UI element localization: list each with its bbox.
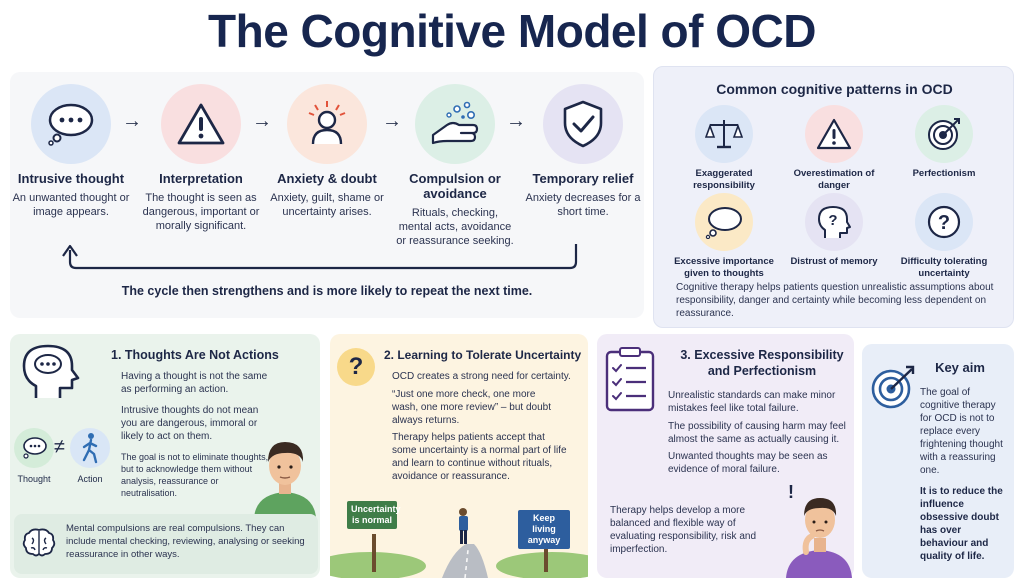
ocd-cycle-panel: Intrusive thought An unwanted thought or… — [10, 72, 644, 318]
page-title: The Cognitive Model of OCD — [208, 5, 816, 57]
cognitive-patterns-panel: Common cognitive patterns in OCD Exagger… — [653, 66, 1014, 328]
cycle-step-compulsion: Compulsion or avoidance Rituals, checkin… — [396, 84, 514, 248]
uncertainty-paragraph-1: OCD creates a strong need for certainty. — [392, 371, 571, 382]
thought-bubble-icon — [14, 428, 54, 468]
pattern-label: Exaggerated responsibility — [693, 168, 755, 191]
step-description: Rituals, checking, mental acts, avoidanc… — [396, 207, 514, 247]
path-landscape-illustration — [330, 508, 588, 578]
responsibility-paragraph-3: Unwanted thoughts may be seen as evidenc… — [668, 451, 828, 475]
pattern-label: Perfectionism — [912, 168, 976, 179]
arrow-right-icon: → — [122, 110, 142, 132]
thoughts-paragraph-2: Intrusive thoughts do not mean you are d… — [121, 405, 259, 442]
step-label: Compulsion or avoidance — [409, 171, 501, 201]
responsibility-heading-line2: and Perfectionism — [707, 364, 817, 378]
step-label: Temporary relief — [532, 171, 634, 186]
pattern-distrust-memory: ? Distrust of memory — [780, 193, 888, 268]
pattern-overestimation-danger: Overestimation of danger — [780, 105, 888, 192]
key-aim-paragraph-1: The goal of cognitive therapy for OCD is… — [920, 387, 1003, 476]
arrow-right-icon: → — [382, 110, 402, 132]
thought-bubble-icon — [695, 193, 753, 251]
not-equal-sign: ≠ — [54, 436, 65, 458]
action-label: Action — [77, 474, 103, 484]
responsibility-paragraph-2: The possibility of causing harm may feel… — [668, 421, 846, 445]
question-icon: ? — [337, 348, 375, 386]
head-question-icon: ? — [805, 193, 863, 251]
walking-person-icon — [70, 428, 110, 468]
arrow-right-icon: → — [252, 110, 272, 132]
cycle-return-arrow — [62, 244, 578, 270]
uncertainty-paragraph-3: Therapy helps patients accept that some … — [392, 432, 567, 482]
target-icon — [915, 105, 973, 163]
step-label: Interpretation — [159, 171, 243, 186]
mental-compulsions-callout — [14, 514, 318, 574]
patterns-note: Cognitive therapy helps patients questio… — [676, 282, 994, 319]
responsibility-heading-line1: 3. Excessive Responsibility — [680, 348, 844, 362]
step-description: The thought is seen as dangerous, import… — [142, 192, 260, 232]
head-thought-icon — [22, 344, 80, 398]
responsibility-paragraph-4: Therapy helps develop a more balanced an… — [610, 505, 757, 555]
pattern-label: Overestimation of danger — [793, 168, 875, 191]
pattern-perfectionism: Perfectionism — [890, 105, 998, 180]
thoughts-heading: 1. Thoughts Are Not Actions — [111, 348, 279, 362]
target-icon — [871, 365, 915, 409]
thought-label: Thought — [17, 474, 51, 484]
brain-icon — [22, 528, 56, 557]
cycle-step-intrusive-thought: Intrusive thought An unwanted thought or… — [12, 84, 130, 219]
key-aim-paragraph-2: It is to reduce the influence obsessive … — [920, 486, 1003, 562]
shield-check-icon — [543, 84, 623, 164]
cycle-step-anxiety-doubt: Anxiety & doubt Anxiety, guilt, shame or… — [268, 84, 386, 219]
pattern-label: Difficulty tolerating uncertainty — [900, 256, 988, 279]
pattern-label: Excessive importance given to thoughts — [674, 256, 774, 279]
hand-washing-icon — [415, 84, 495, 164]
key-aim-heading: Key aim — [935, 360, 985, 375]
sign-uncertainty-is-normal: Uncertainty is normal — [347, 501, 401, 529]
svg-text:?: ? — [828, 212, 837, 229]
step-description: An unwanted thought or image appears. — [12, 192, 130, 218]
scales-icon — [695, 105, 753, 163]
uncertainty-paragraph-2: “Just one more check, one more wash, one… — [392, 389, 551, 426]
anxious-person-icon — [287, 84, 367, 164]
step-description: Anxiety, guilt, shame or uncertainty ari… — [270, 192, 384, 218]
pattern-exaggerated-responsibility: Exaggerated responsibility — [670, 105, 778, 192]
thoughts-paragraph-3: The goal is not to eliminate thoughts, b… — [121, 452, 269, 498]
patterns-heading: Common cognitive patterns in OCD — [716, 81, 953, 97]
man-thinking-illustration — [254, 442, 316, 518]
responsibility-paragraph-1: Unrealistic standards can make minor mis… — [668, 390, 836, 414]
warning-icon — [161, 84, 241, 164]
step-label: Anxiety & doubt — [277, 171, 377, 186]
callout-text: Mental compulsions are real compulsions.… — [66, 523, 305, 560]
pattern-importance-thoughts: Excessive importance given to thoughts — [670, 193, 778, 280]
cycle-step-temporary-relief: Temporary relief Anxiety decreases for a… — [524, 84, 642, 219]
uncertainty-heading: 2. Learning to Tolerate Uncertainty — [384, 348, 582, 362]
sign-keep-living-anyway: Keep living anyway — [518, 510, 570, 549]
thoughts-paragraph-1: Having a thought is not the same as perf… — [121, 371, 268, 395]
step-description: Anxiety decreases for a short time. — [525, 192, 641, 218]
svg-text:!: ! — [788, 482, 794, 502]
cycle-note: The cycle then strengthens and is more l… — [121, 284, 533, 298]
checklist-clipboard-icon — [605, 347, 655, 412]
pattern-difficulty-uncertainty: ? Difficulty tolerating uncertainty — [890, 193, 998, 280]
svg-text:?: ? — [938, 212, 950, 234]
pattern-label: Distrust of memory — [790, 256, 878, 267]
arrow-right-icon: → — [506, 110, 526, 132]
worried-man-illustration: ! — [786, 482, 852, 578]
warning-icon — [805, 105, 863, 163]
thought-bubble-icon — [31, 84, 111, 164]
question-icon: ? — [915, 193, 973, 251]
cycle-step-interpretation: Interpretation The thought is seen as da… — [142, 84, 260, 233]
step-label: Intrusive thought — [17, 171, 125, 186]
